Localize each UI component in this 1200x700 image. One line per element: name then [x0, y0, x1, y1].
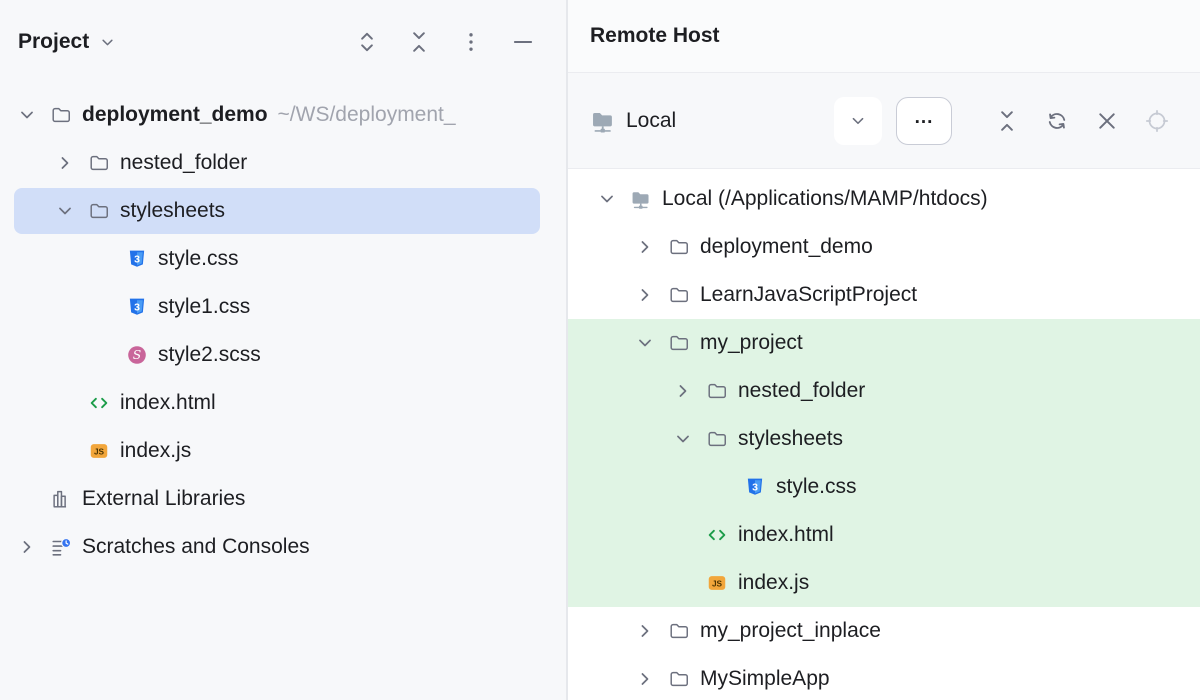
chevron-down-icon — [848, 111, 868, 131]
external-libraries-icon — [50, 488, 72, 510]
folder-icon — [88, 152, 110, 174]
tree-row-index-html[interactable]: index.html — [0, 379, 566, 427]
tree-row-index-js[interactable]: index.js — [0, 427, 566, 475]
tree-row-external-libraries[interactable]: External Libraries — [0, 475, 566, 523]
tree-row-my-project-inplace[interactable]: my_project_inplace — [568, 607, 1200, 655]
remote-host-header: Remote Host — [568, 0, 1200, 73]
tree-row-index-js[interactable]: index.js — [568, 559, 1200, 607]
target-icon — [1144, 108, 1170, 134]
server-selector[interactable]: Local — [590, 108, 676, 134]
tree-row-style-css[interactable]: style.css — [0, 235, 566, 283]
server-dropdown-button[interactable] — [834, 97, 882, 145]
tree-row-deployment-demo[interactable]: deployment_demo — [568, 223, 1200, 271]
folder-icon — [88, 200, 110, 222]
project-path: ~/WS/deployment_ — [278, 103, 456, 127]
tree-row-stylesheets[interactable]: stylesheets — [568, 415, 1200, 463]
refresh-icon[interactable] — [1044, 108, 1070, 134]
sass-file-icon — [126, 344, 148, 366]
folder-icon — [668, 620, 690, 642]
folder-icon — [50, 104, 72, 126]
css-file-icon — [744, 476, 766, 498]
folder-icon — [668, 284, 690, 306]
tree-row-my-project[interactable]: my_project — [568, 319, 1200, 367]
folder-icon — [706, 428, 728, 450]
tree-row-nested-folder[interactable]: nested_folder — [0, 139, 566, 187]
remote-host-icon — [590, 108, 616, 134]
chevron-right-icon[interactable] — [16, 536, 38, 558]
more-options-icon[interactable] — [458, 29, 484, 55]
remote-host-title: Remote Host — [590, 24, 720, 48]
js-file-icon — [706, 572, 728, 594]
chevron-down-icon[interactable] — [54, 200, 76, 222]
tree-row-index-html[interactable]: index.html — [568, 511, 1200, 559]
chevron-right-icon[interactable] — [672, 380, 694, 402]
chevron-right-icon[interactable] — [634, 284, 656, 306]
tree-row-style2-scss[interactable]: style2.scss — [0, 331, 566, 379]
tree-row-style-css[interactable]: style.css — [568, 463, 1200, 511]
tree-row-learnjavascriptproject[interactable]: LearnJavaScriptProject — [568, 271, 1200, 319]
hide-tool-window-icon[interactable] — [510, 29, 536, 55]
html-file-icon — [88, 392, 110, 414]
server-label: Local — [626, 109, 676, 133]
folder-icon — [706, 380, 728, 402]
project-title[interactable]: Project — [18, 30, 89, 54]
chevron-down-icon[interactable] — [634, 332, 656, 354]
more-options-button[interactable]: ... — [896, 97, 952, 145]
chevron-right-icon[interactable] — [54, 152, 76, 174]
remote-host-toolbar: Local ... — [568, 73, 1200, 169]
project-tree: deployment_demo ~/WS/deployment_ nested_… — [0, 84, 566, 571]
js-file-icon — [88, 440, 110, 462]
remote-host-tool-window: Remote Host Local ... Local (/Applicatio… — [566, 0, 1200, 700]
collapse-all-icon[interactable] — [994, 108, 1020, 134]
html-file-icon — [706, 524, 728, 546]
folder-icon — [668, 668, 690, 690]
chevron-down-icon[interactable] — [672, 428, 694, 450]
css-file-icon — [126, 248, 148, 270]
project-header: Project — [0, 0, 566, 84]
scratches-icon — [50, 536, 72, 558]
chevron-right-icon[interactable] — [634, 620, 656, 642]
remote-host-tree: Local (/Applications/MAMP/htdocs) deploy… — [568, 169, 1200, 700]
chevron-right-icon[interactable] — [634, 236, 656, 258]
folder-icon — [668, 332, 690, 354]
project-tool-window: Project deployment_demo ~/WS/deployment_… — [0, 0, 566, 700]
tree-row-stylesheets[interactable]: stylesheets — [0, 187, 566, 235]
tree-row-mysimpleapp[interactable]: MySimpleApp — [568, 655, 1200, 700]
chevron-down-icon[interactable] — [98, 33, 117, 52]
tree-row-local-root[interactable]: Local (/Applications/MAMP/htdocs) — [568, 175, 1200, 223]
tree-row-scratches-and-consoles[interactable]: Scratches and Consoles — [0, 523, 566, 571]
tree-row-style1-css[interactable]: style1.css — [0, 283, 566, 331]
chevron-down-icon[interactable] — [16, 104, 38, 126]
collapse-all-icon[interactable] — [406, 29, 432, 55]
close-icon[interactable] — [1094, 108, 1120, 134]
chevron-right-icon[interactable] — [634, 668, 656, 690]
tree-row-nested-folder[interactable]: nested_folder — [568, 367, 1200, 415]
tree-row-deployment-demo[interactable]: deployment_demo ~/WS/deployment_ — [0, 91, 566, 139]
expand-all-icon[interactable] — [354, 29, 380, 55]
chevron-down-icon[interactable] — [596, 188, 618, 210]
remote-host-icon — [630, 188, 652, 210]
css-file-icon — [126, 296, 148, 318]
folder-icon — [668, 236, 690, 258]
